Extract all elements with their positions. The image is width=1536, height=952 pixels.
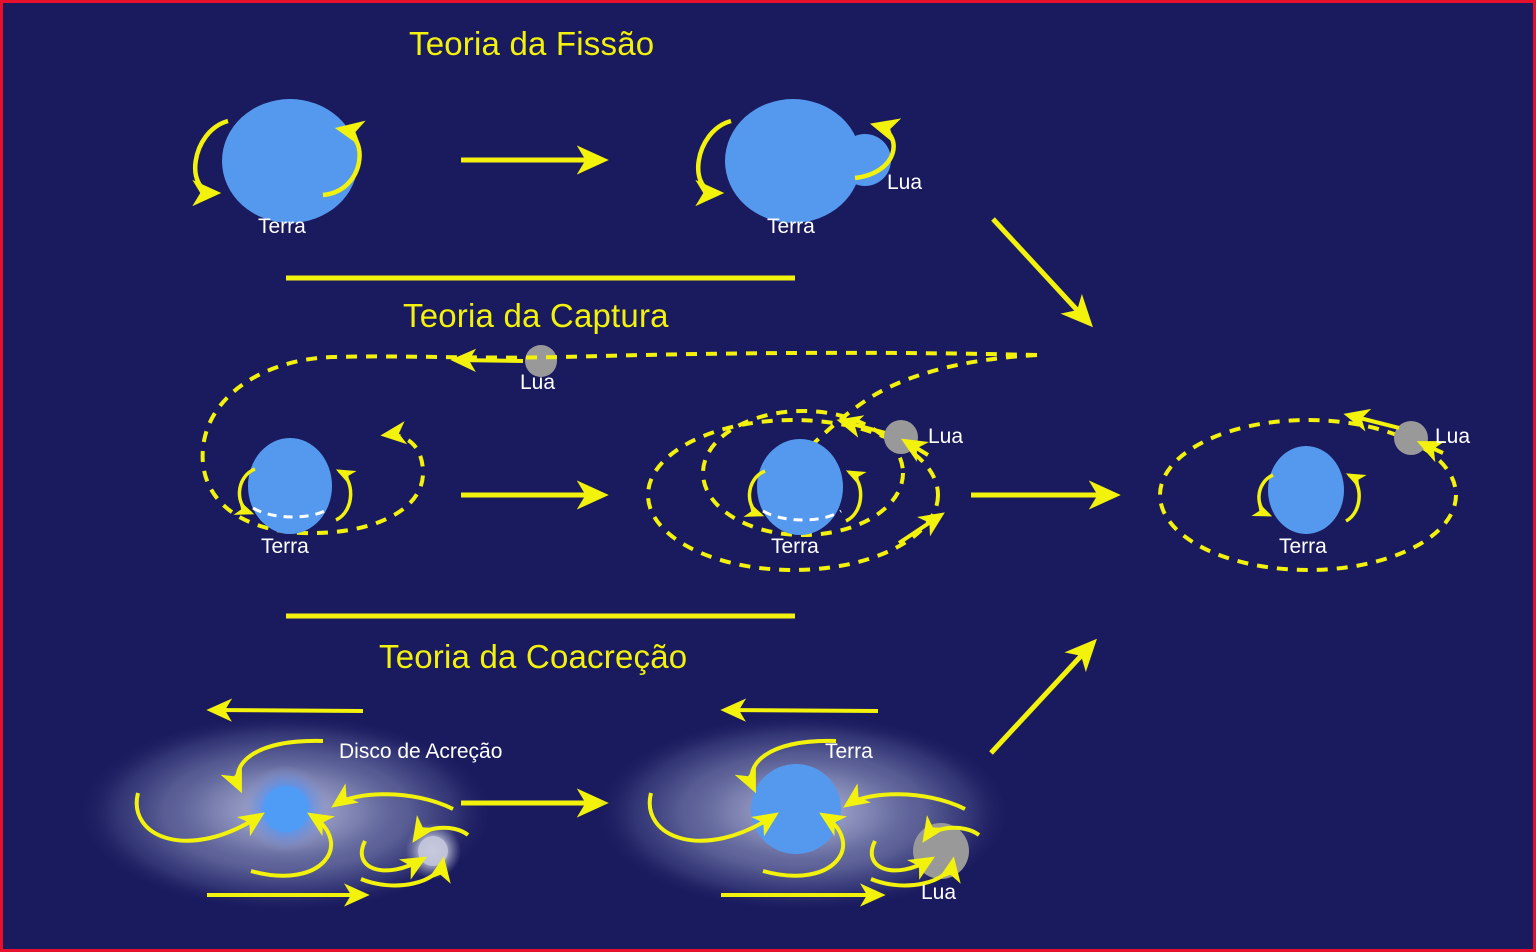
section-title-coacrecao: Teoria da Coacreção	[379, 638, 688, 675]
connector-arrow-coacrecao-to-result	[989, 638, 1097, 755]
infall-stream-right	[331, 783, 454, 811]
moon-body	[884, 420, 918, 454]
rotation-arc-right	[322, 120, 366, 198]
connector-arrow-fissao-to-result	[991, 217, 1093, 328]
moon-accretion-top	[412, 815, 470, 843]
hyperbolic-path-dashed	[200, 350, 1038, 536]
label-terra-coacrecao-2: Terra	[825, 740, 873, 763]
rotation-arc-right	[335, 469, 357, 522]
label-disco-de-acrecao: Disco de Acreção	[339, 740, 503, 763]
moon-accretion-top	[922, 815, 981, 843]
earth-body	[222, 99, 358, 223]
diagram-canvas	[80, 99, 1458, 911]
rotation-arc-left	[192, 118, 229, 207]
earth-body	[751, 764, 841, 854]
moon-accretion-left	[869, 840, 935, 880]
panel-coacrecao-2	[597, 698, 1009, 911]
proto-earth-core	[263, 786, 309, 832]
capture-spiral-outer-dashed	[772, 353, 1038, 475]
rotation-arc-left	[233, 467, 256, 515]
orbit-direction-arrow-upper	[836, 415, 894, 438]
rotation-arc-left	[1251, 473, 1274, 517]
label-lua-captura-3: Lua	[1435, 425, 1471, 448]
infall-stream-bottom	[250, 812, 335, 878]
panel-coacrecao-1	[80, 698, 492, 911]
neck-connector	[833, 138, 848, 185]
orbit-direction-arrow-lower	[897, 512, 945, 545]
section-title-captura: Teoria da Captura	[403, 297, 669, 334]
panel-fissao-1	[192, 99, 366, 223]
disk-rotation-arrow-top	[720, 698, 879, 722]
label-terra-captura-2: Terra	[771, 535, 819, 558]
earth-body	[248, 438, 332, 534]
infall-stream-top	[220, 738, 324, 794]
captura-incoming-moon	[450, 345, 557, 377]
disk-rotation-arrow-top	[206, 698, 364, 722]
label-terra-captura-1: Terra	[261, 535, 309, 558]
rotation-arc-left	[743, 469, 766, 517]
panel-fissao-2	[695, 99, 902, 223]
panel-captura-3	[1158, 408, 1458, 572]
infall-stream-top	[734, 738, 837, 794]
moon-body	[525, 345, 557, 377]
moon-accretion-bottom	[360, 856, 451, 888]
infall-stream-bottom	[762, 812, 847, 878]
panel-captura-1	[200, 350, 1038, 536]
rotation-arc-right	[845, 470, 867, 523]
moon-velocity-arrow	[1416, 441, 1445, 463]
orbit-direction-arrow	[1343, 408, 1400, 432]
earth-body	[757, 439, 843, 535]
rotation-arc-right	[854, 118, 902, 181]
infall-stream-left	[647, 792, 779, 843]
label-terra-fissao-1: Terra	[258, 215, 306, 238]
earth-body	[725, 99, 861, 223]
rotation-arc-right	[1345, 473, 1367, 523]
section-title-fissao: Teoria da Fissão	[409, 25, 655, 62]
equator-dashed	[252, 506, 331, 519]
moon-body	[913, 823, 969, 879]
infall-stream-left	[134, 792, 265, 843]
label-lua-captura-2: Lua	[928, 425, 964, 448]
label-terra-captura-3: Terra	[1279, 535, 1327, 558]
moon-velocity-arrow	[901, 438, 930, 462]
infall-stream-right	[843, 783, 966, 811]
stable-orbit-dashed	[1158, 418, 1458, 572]
label-terra-fissao-2: Terra	[767, 215, 815, 238]
label-lua-captura-incoming: Lua	[520, 371, 556, 394]
equator-dashed	[762, 509, 842, 522]
rotation-arc-left	[695, 118, 732, 207]
earth-body	[1268, 446, 1344, 534]
moon-accretion-left	[359, 840, 428, 880]
capture-orbit-outer-dashed	[646, 418, 940, 572]
label-lua-coacrecao-2: Lua	[921, 881, 957, 904]
label-lua-fissao-2: Lua	[887, 171, 923, 194]
panel-captura-2	[646, 353, 1038, 572]
capture-orbit-inner-dashed	[701, 409, 905, 537]
moon-accretion-bottom	[870, 856, 961, 888]
incoming-trajectory-arrow	[450, 348, 524, 372]
